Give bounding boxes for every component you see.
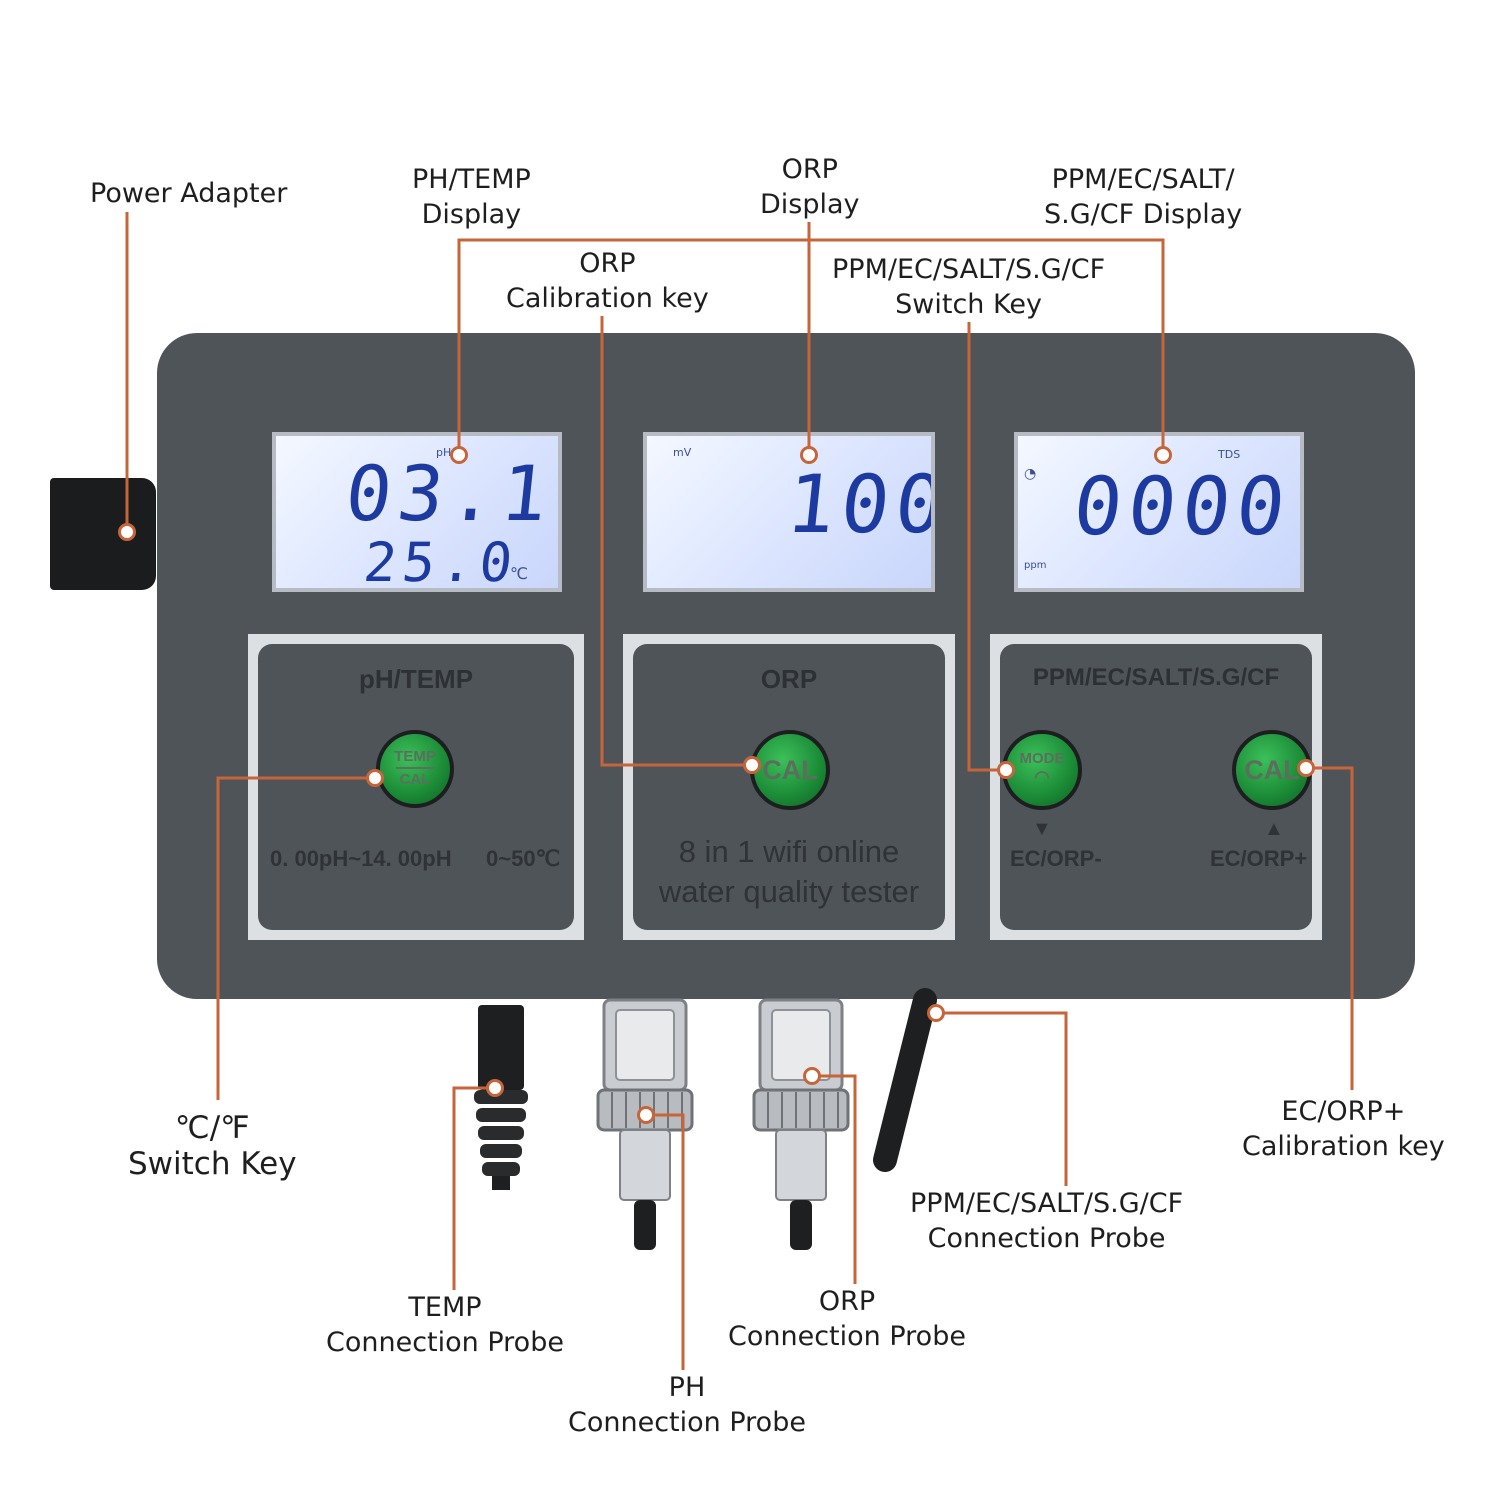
orp-unit: mV [673,446,692,459]
orp-desc-line2: water quality tester [658,874,920,909]
label-ppm-display: PPM/EC/SALT/S.G/CF Display [1044,164,1243,230]
ec-plus-key-dot [1297,759,1315,777]
tds-unit: TDS [1218,448,1241,461]
down-arrow-icon: ▼ [1032,818,1052,840]
ppm-panel-title: PPM/EC/SALT/S.G/CF [1032,664,1280,691]
mode-key-dot [997,761,1015,779]
orp-lcd: mV 100 [643,432,935,592]
ph-temp-lcd: pH 03.17 25.0 ℃ [272,432,562,592]
orp-probe-dot [803,1067,821,1085]
orp-cal-button[interactable]: CAL [750,730,830,810]
ph-display-dot [450,446,468,464]
wifi-icon: ◔ [1024,466,1037,482]
ph-range-text: 0. 00pH~14. 00pH [270,846,452,871]
orp-cal-button-label: CAL [762,755,818,785]
up-arrow-icon: ▲ [1264,818,1284,840]
ph-unit: pH [436,446,452,459]
mode-button-label: MODE [1019,750,1065,767]
ppm-cal-button-label: CAL [1244,755,1300,785]
ppm-unit: ppm [1024,560,1047,571]
temp-unit: ℃ [510,564,528,583]
ph-temp-panel-title: pH/TEMP [358,664,474,694]
power-adapter-dot [118,523,136,541]
ppm-probe-dot [927,1004,945,1022]
orp-desc-line1: 8 in 1 wifi online [678,834,900,869]
ph-probe-dot [637,1106,655,1124]
temp-range-text: 0~50℃ [486,846,561,871]
label-ec-orp-plus-key: EC/ORP+Calibration key [1242,1096,1445,1162]
ec-orp-plus-text: EC/ORP+ [1210,846,1308,871]
temp-cal-button-top: TEMP [394,748,436,765]
ppm-display-dot [1154,446,1172,464]
temp-key-dot [366,769,384,787]
wifi-icon: ◠ [1034,767,1050,787]
label-power-adapter: Power Adapter [90,178,288,209]
orp-cal-dot [743,756,761,774]
orp-panel-title: ORP [760,664,818,694]
temp-cal-button[interactable]: TEMP CAL [376,730,454,808]
temp-probe-dot [486,1079,504,1097]
orp-display-dot [800,446,818,464]
power-adapter-plug [50,478,156,590]
temp-cal-button-bottom: CAL [399,771,431,788]
mode-button[interactable]: MODE ◠ [1002,730,1082,810]
ec-orp-minus-text: EC/ORP- [1010,846,1102,871]
